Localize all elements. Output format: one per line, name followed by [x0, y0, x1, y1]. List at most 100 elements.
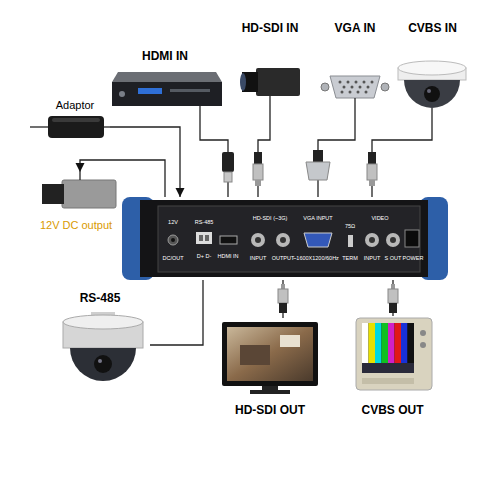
port-label: RS-485 — [195, 219, 214, 225]
bnc-center — [280, 237, 286, 243]
port-label-slot: D+ D- — [197, 253, 212, 259]
dvr-buttons — [170, 89, 210, 92]
port-label-slot: ~1600X1200/60Hz — [293, 255, 339, 261]
dvr — [112, 72, 222, 115]
ptz-camera — [63, 312, 143, 381]
cable-connector — [80, 160, 165, 197]
bnc-port — [386, 233, 400, 247]
hdmi-plug — [222, 152, 234, 182]
device-label: RS-485 — [80, 292, 121, 306]
plug-boot — [389, 303, 397, 313]
screen-scene — [240, 345, 270, 365]
tv-grille — [362, 378, 414, 384]
plug-tip — [255, 180, 261, 186]
cable-connector — [150, 280, 203, 345]
screw — [321, 83, 329, 91]
dome-camera — [398, 61, 466, 120]
plug-tip — [391, 284, 395, 289]
color-bar — [388, 323, 395, 363]
port-label-slot: POWER — [403, 255, 424, 261]
color-bar — [375, 323, 382, 363]
lens-glint — [98, 359, 102, 363]
plug-boot — [368, 152, 376, 164]
port-label-slot: RS-485 — [195, 219, 214, 225]
port-label-slot: HD-SDI (~3G) — [253, 215, 288, 221]
term-switch — [348, 235, 353, 247]
panel-body — [140, 200, 428, 277]
power-switch — [405, 230, 419, 247]
port-label: VIDEO — [371, 215, 388, 221]
device-label: HD-SDI IN — [242, 22, 299, 36]
port-label: HDMI IN — [217, 253, 238, 259]
bnc-port — [251, 233, 265, 247]
camera-body — [256, 68, 300, 96]
plug-tip — [369, 180, 375, 186]
color-bar — [395, 323, 402, 363]
plug-boot — [313, 150, 323, 162]
camera-lens — [42, 184, 64, 204]
port-label-slot: INPUT — [364, 255, 381, 261]
vga-plug — [306, 150, 330, 180]
monitor — [222, 322, 318, 394]
tv-knob — [420, 330, 426, 336]
terminal-block — [196, 232, 212, 244]
plug-sleeve — [367, 164, 377, 180]
port-label: DC/OUT — [162, 255, 183, 261]
dome-shell — [404, 80, 460, 108]
adaptor-highlight — [52, 118, 100, 122]
dome-device: CVBS IN — [395, 22, 470, 120]
pluge-strip — [362, 363, 414, 373]
bnc-plug — [367, 152, 377, 186]
port-label: ~1600X1200/60Hz — [293, 255, 339, 261]
crt-tv — [356, 318, 432, 390]
tv-screen — [362, 323, 414, 373]
tv-body — [356, 318, 432, 390]
rear-panel — [122, 197, 448, 280]
plug-sleeve — [278, 289, 288, 303]
dvr-front — [112, 82, 222, 106]
plug-shell — [306, 162, 330, 180]
color-bar — [369, 323, 376, 363]
port-label-slot: VGA INPUT — [303, 215, 332, 221]
dome-lens — [424, 86, 440, 102]
vga-device: VGA IN — [320, 22, 390, 105]
terminal — [205, 235, 209, 241]
adaptor-body — [48, 116, 104, 138]
port-label: 12V — [168, 219, 178, 225]
ptz-device: RS-485 — [50, 292, 150, 405]
cable — [104, 126, 110, 127]
camera-device: HD-SDI IN — [235, 22, 305, 105]
port-label-slot: TERM — [342, 255, 358, 261]
device-label: VGA IN — [335, 22, 376, 36]
device-label: HD-SDI OUT — [235, 404, 305, 418]
bnc-port — [365, 233, 379, 247]
plug-sleeve — [253, 164, 263, 180]
device-label: CVBS OUT — [361, 404, 423, 418]
box-camera-small — [42, 172, 116, 208]
plug-boot — [254, 152, 262, 164]
vga-connector — [321, 76, 389, 105]
color-bar — [362, 323, 369, 363]
dvr-device: HDMI IN — [105, 50, 225, 115]
adaptor-device: Adaptor — [40, 99, 110, 145]
lens-glint — [427, 89, 431, 93]
port-label: TERM — [342, 255, 358, 261]
port-label-slot: INPUT — [250, 255, 267, 261]
dome-top — [398, 61, 466, 75]
cable — [354, 98, 355, 105]
port-label-slot: S OUT — [385, 255, 402, 261]
color-bar — [401, 323, 408, 363]
tv-knob — [420, 342, 426, 348]
bnc-plug — [388, 284, 398, 313]
color-bar — [382, 323, 389, 363]
screen-scene — [280, 335, 300, 347]
cable-connector — [372, 120, 432, 197]
screw — [381, 83, 389, 91]
device-label: 12V DC output — [40, 219, 112, 232]
hdmi-port — [220, 236, 237, 244]
dvr-top — [112, 72, 222, 82]
camera-device: 12V DC output — [30, 172, 122, 232]
cable — [269, 96, 270, 105]
